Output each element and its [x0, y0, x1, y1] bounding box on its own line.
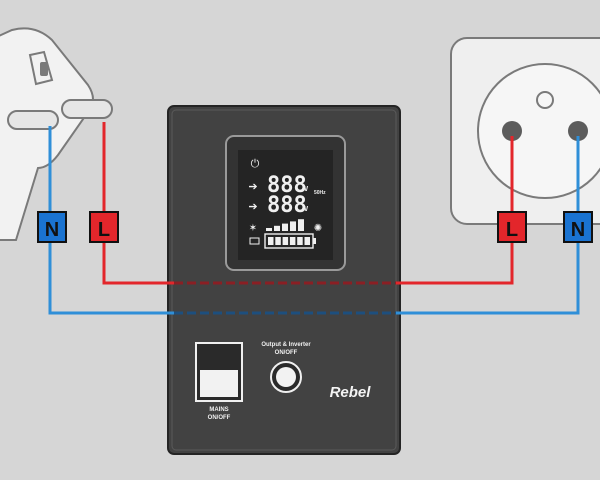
socket-neutral-label: N [571, 219, 585, 241]
lcd-input-digits: 888 [267, 173, 307, 198]
brand-logo: Rebel [330, 384, 372, 401]
lcd-output-unit: V [304, 205, 309, 213]
live-wire [102, 122, 514, 285]
mains-switch[interactable] [195, 342, 243, 402]
lcd-side-text: 50Hz [314, 190, 326, 196]
lcd-output-digits: 888 [267, 193, 307, 218]
output-inverter-label-line1: Output & Inverter [261, 342, 311, 348]
battery-bar [297, 237, 303, 245]
battery-gauge-tip [313, 238, 316, 244]
battery-bar [275, 237, 281, 245]
plug-live-tag: L [89, 211, 119, 243]
lcd-display: ⏻ ➔ ➔ 888 V 50Hz 888 V ✶ ✺ [225, 135, 346, 271]
output-inverter-label-line2: ON/OFF [275, 350, 298, 356]
earth-contact-icon [40, 62, 48, 76]
plug-pin-neutral-icon [7, 110, 59, 130]
socket-hole-live-icon [502, 121, 522, 141]
bulb-icon: ✺ [314, 223, 322, 234]
output-inverter-button[interactable] [270, 361, 302, 393]
load-level-bars [266, 219, 304, 231]
output-arrow-icon: ➔ [248, 201, 257, 213]
plug-neutral-tag: N [37, 211, 67, 243]
plug-neutral-label: N [45, 219, 59, 241]
plug-live-label: L [98, 219, 110, 241]
plug-pin-live-icon [61, 99, 113, 119]
mains-label-line2: ON/OFF [208, 415, 231, 421]
socket-hole-neutral-icon [568, 121, 588, 141]
earth-pin-icon [536, 91, 554, 109]
mains-icon: ✶ [249, 223, 257, 234]
battery-bar [304, 237, 310, 245]
power-plug [0, 27, 113, 241]
socket-live-label: L [506, 219, 518, 241]
load-bar [274, 225, 280, 231]
load-bar [298, 219, 304, 231]
power-icon: ⏻ [251, 158, 260, 170]
battery-level-bars [268, 237, 310, 245]
mains-label-line1: MAINS [209, 407, 228, 413]
lcd-input-unit: V [304, 185, 309, 193]
battery-bar [289, 237, 296, 245]
load-bar [282, 223, 288, 231]
socket-neutral-tag: N [563, 211, 593, 243]
load-bar [266, 228, 272, 231]
input-arrow-icon: ➔ [248, 181, 257, 193]
battery-bar [282, 237, 289, 245]
load-bar [290, 221, 296, 231]
neutral-wire [48, 126, 580, 315]
battery-icon [249, 237, 260, 245]
battery-bar [268, 237, 274, 245]
socket-live-tag: L [497, 211, 527, 243]
wall-socket [450, 37, 600, 225]
